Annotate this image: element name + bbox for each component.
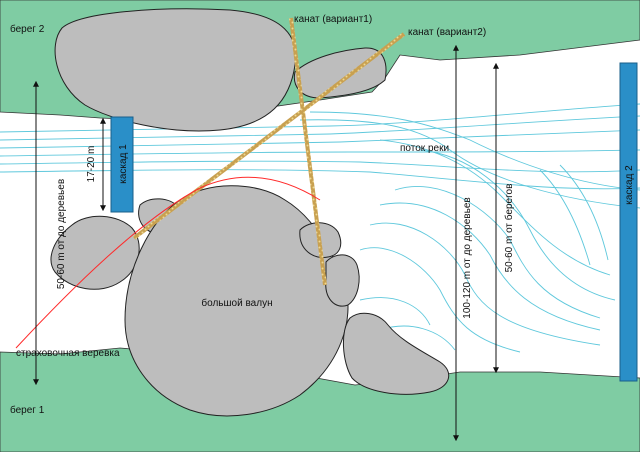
rope-variant-1-label: канат (вариант1) [294, 14, 372, 25]
safety-rope-label: страховочная веревка [16, 348, 120, 359]
water-flow-lines [0, 103, 640, 353]
rock-right-lower [342, 312, 450, 395]
rock-top-right [293, 47, 387, 99]
flow-label: поток реки [400, 143, 449, 154]
bank-top-label: берег 2 [10, 23, 45, 35]
rope-variant-1 [289, 17, 327, 286]
dist-banks-label: 50-60 m от берегов [503, 184, 515, 273]
dist-left-label: 50-60 m от до деревьев [56, 179, 67, 289]
big-boulder-label: большой валун [201, 297, 272, 309]
rock-top-large [54, 8, 297, 132]
cascade-1 [110, 116, 134, 213]
rock-right-middle [325, 254, 360, 307]
rope-variant-2-label: канат (вариант2) [408, 27, 486, 38]
bank-bottom-label: берег 1 [10, 404, 45, 416]
cascade-2 [619, 62, 638, 382]
rope-variant-2 [132, 32, 406, 240]
cascade-2-label: каскад 2 [624, 165, 635, 205]
dist-center-label: 100-120 m от до деревьев [462, 197, 473, 318]
safety-rope [15, 176, 321, 349]
cascade-1-label: каскад 1 [118, 144, 129, 184]
big-boulder [124, 185, 349, 417]
rock-left-medium [50, 215, 140, 290]
dist-17-20-label: 17-20 m [86, 146, 97, 183]
